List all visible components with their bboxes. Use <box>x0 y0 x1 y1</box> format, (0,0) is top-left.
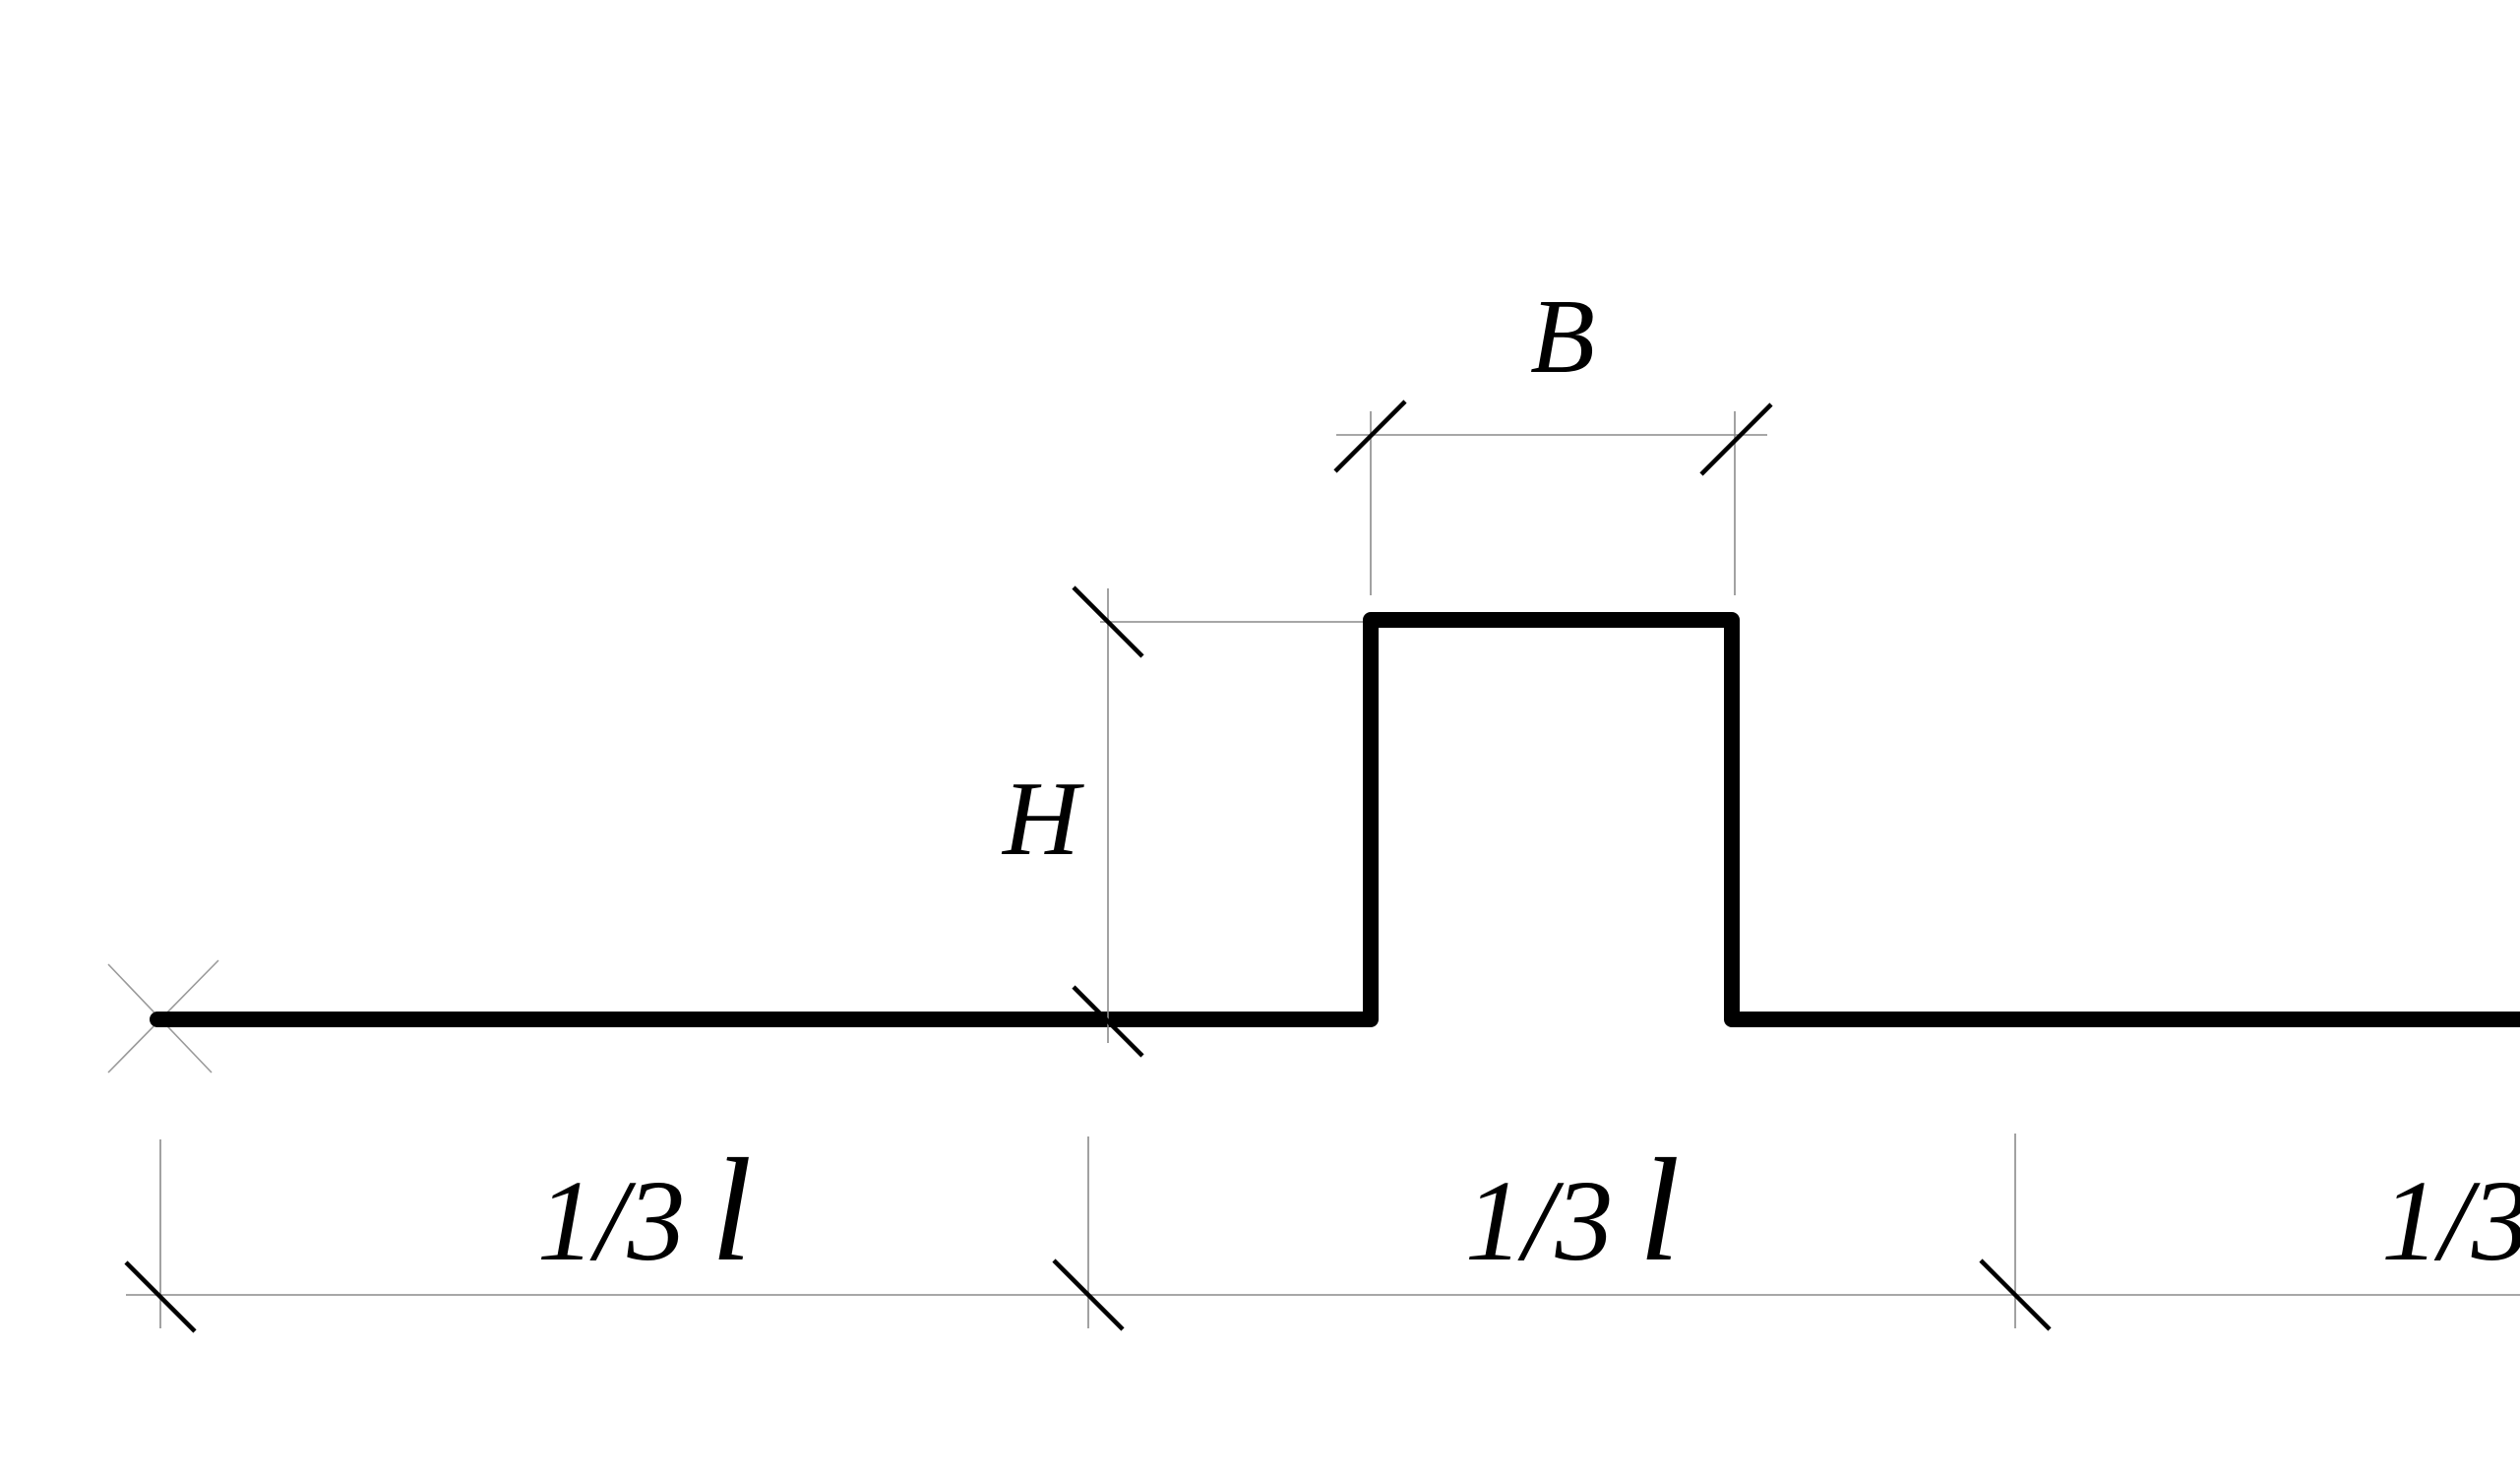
dimension-span: 1/3l 1/3l 1/3l <box>124 1129 2520 1333</box>
dimension-b-label: B <box>1530 278 1595 396</box>
span-label-1-var: l <box>711 1129 753 1292</box>
span-label-1-fraction: 1/3 <box>537 1156 686 1285</box>
dimension-h-tick-top <box>1072 585 1144 658</box>
span-label-2-fraction: 1/3 <box>1465 1156 1614 1285</box>
dimension-span-tick-2 <box>1052 1258 1125 1331</box>
dimension-h-label: H <box>1001 761 1084 878</box>
span-label-3: 1/3l <box>2381 1129 2520 1292</box>
dimension-b-tick-right <box>1699 402 1773 476</box>
span-label-3-fraction: 1/3 <box>2381 1156 2520 1285</box>
dimension-h: H <box>1001 585 1363 1058</box>
span-label-2-var: l <box>1639 1129 1681 1292</box>
dimension-span-tick-3 <box>1979 1258 2052 1331</box>
dimension-span-tick-1 <box>124 1260 197 1333</box>
dimension-b-tick-left <box>1333 399 1407 473</box>
dimension-h-tick-bottom <box>1072 985 1144 1058</box>
profile-line <box>150 612 2520 1027</box>
dimension-b: B <box>1333 278 1773 595</box>
